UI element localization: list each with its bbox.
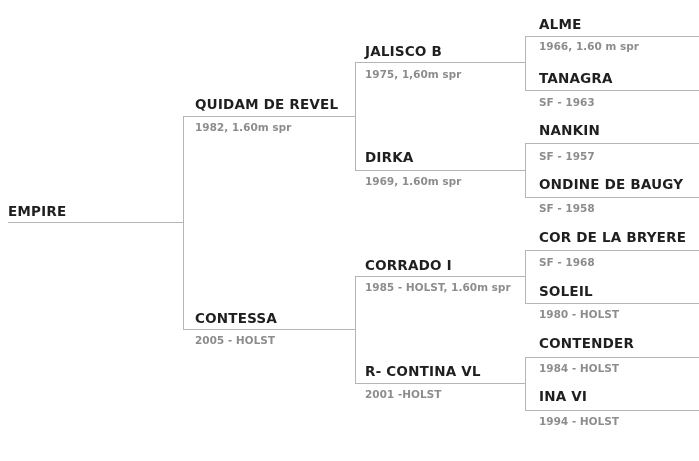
dam-sire-info: 1985 - HOLST, 1.60m spr: [365, 282, 511, 294]
g3-info-1: 1966, 1.60 m spr: [539, 41, 639, 53]
g3-name-2[interactable]: TANAGRA: [539, 71, 613, 87]
sire-sire-info: 1975, 1,60m spr: [365, 69, 462, 81]
g3-name-1[interactable]: ALME: [539, 17, 582, 33]
sire-info: 1982, 1.60m spr: [195, 122, 292, 134]
dam-dam-info: 2001 -HOLST: [365, 389, 442, 401]
g3-name-3[interactable]: NANKIN: [539, 123, 601, 139]
g3-name-7[interactable]: CONTENDER: [539, 336, 635, 352]
g3-info-4: SF - 1958: [539, 203, 595, 215]
sire-name[interactable]: QUIDAM DE REVEL: [195, 97, 339, 113]
g3-info-7: 1984 - HOLST: [539, 363, 620, 375]
g3-info-5: SF - 1968: [539, 257, 595, 269]
g3-name-8[interactable]: INA VI: [539, 389, 588, 405]
horse-name[interactable]: EMPIRE: [8, 204, 67, 220]
dam-sire-name[interactable]: CORRADO I: [365, 258, 452, 274]
sire-dam-info: 1969, 1.60m spr: [365, 176, 462, 188]
g3-name-4[interactable]: ONDINE DE BAUGY: [539, 177, 684, 193]
g3-info-3: SF - 1957: [539, 151, 595, 163]
dam-dam-name[interactable]: R- CONTINA VL: [365, 364, 481, 380]
sire-sire-name[interactable]: JALISCO B: [365, 44, 442, 60]
sire-dam-name[interactable]: DIRKA: [365, 150, 414, 166]
g3-name-5[interactable]: COR DE LA BRYERE: [539, 230, 687, 246]
g3-name-6[interactable]: SOLEIL: [539, 284, 593, 300]
g3-info-8: 1994 - HOLST: [539, 416, 620, 428]
g3-info-2: SF - 1963: [539, 97, 595, 109]
g3-info-6: 1980 - HOLST: [539, 309, 620, 321]
dam-name[interactable]: CONTESSA: [195, 311, 278, 327]
dam-info: 2005 - HOLST: [195, 335, 276, 347]
